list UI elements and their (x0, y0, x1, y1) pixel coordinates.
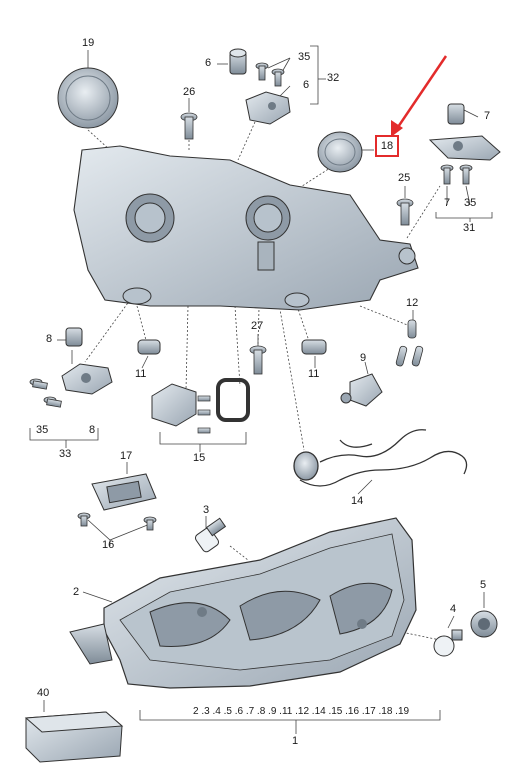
grommet-19 (57, 67, 119, 129)
label-4: 4 (450, 603, 457, 615)
label-32: 32 (327, 72, 340, 84)
cap-18 (317, 131, 363, 173)
highlight-arrow (391, 55, 448, 137)
label-33: 33 (59, 448, 72, 460)
label-25: 25 (398, 172, 411, 184)
wiring-14 (293, 429, 468, 487)
label-7a: 7 (484, 110, 491, 122)
label-7b: 7 (444, 197, 451, 209)
label-6b: 6 (303, 79, 310, 91)
screw-27 (249, 345, 267, 375)
label-5: 5 (480, 579, 487, 591)
screws-35-top (255, 62, 285, 87)
module-17 (91, 473, 157, 511)
label-11a: 11 (135, 368, 147, 380)
screw-26 (180, 112, 198, 140)
label-35c: 35 (36, 424, 49, 436)
screws-7-35 (440, 164, 473, 185)
bulb-4 (433, 629, 463, 657)
label-35a: 35 (298, 51, 311, 63)
socket-5 (470, 610, 498, 638)
bracket-8 (61, 327, 113, 395)
label-35b: 35 (464, 197, 477, 209)
label-26: 26 (183, 86, 196, 98)
label-6a: 6 (205, 57, 212, 69)
label-18-highlighted: 18 (375, 135, 399, 157)
motor-9 (340, 373, 383, 407)
label-17: 17 (120, 450, 133, 462)
box-40 (24, 711, 124, 763)
label-8a: 8 (46, 333, 53, 345)
label-27: 27 (251, 320, 264, 332)
label-1: 1 (292, 735, 299, 747)
label-2: 2 (73, 586, 80, 598)
bulb-3 (194, 517, 227, 553)
label-12: 12 (406, 297, 419, 309)
headlight-housing (73, 145, 419, 311)
label-8b: 8 (89, 424, 96, 436)
label-40: 40 (37, 687, 50, 699)
bracket-6 (245, 91, 291, 125)
screws-16 (77, 512, 157, 531)
label-14: 14 (351, 495, 364, 507)
label-15: 15 (193, 452, 206, 464)
screw-25 (396, 198, 414, 226)
nut-6 (229, 48, 247, 75)
label-bottom-range: 2 .3 .4 .5 .6 .7 .8 .9 .11 .12 .14 .15 .… (193, 706, 410, 717)
rings-11 (137, 339, 327, 355)
label-31: 31 (463, 222, 476, 234)
label-16: 16 (102, 539, 115, 551)
label-11b: 11 (308, 368, 320, 380)
headlight-assembly (69, 517, 417, 689)
screws-35-left (29, 378, 62, 408)
module-15 (151, 378, 250, 434)
pins-12 (395, 319, 424, 367)
bracket-7 (428, 103, 501, 161)
label-3: 3 (203, 504, 210, 516)
label-9: 9 (360, 352, 367, 364)
label-19: 19 (82, 37, 95, 49)
